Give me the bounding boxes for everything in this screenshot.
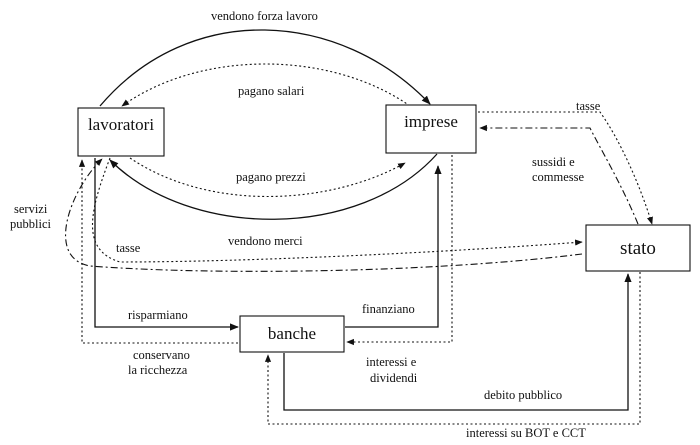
label-sussidi-1: sussidi e bbox=[532, 155, 575, 169]
node-imprese: imprese bbox=[385, 104, 477, 154]
label-debito-pubblico: debito pubblico bbox=[484, 388, 562, 402]
label-risparmiano: risparmiano bbox=[128, 308, 188, 322]
edge-pagano-prezzi bbox=[129, 157, 406, 198]
edge-tasse-lavoratori bbox=[91, 157, 583, 263]
label-servizi-2: pubblici bbox=[10, 217, 51, 231]
edge-debito-pubblico bbox=[283, 273, 632, 411]
edge-tasse-imprese bbox=[478, 111, 653, 225]
node-lavoratori: lavoratori bbox=[77, 107, 165, 157]
label-tasse-imprese: tasse bbox=[576, 99, 601, 113]
label-interessi-2: dividendi bbox=[370, 371, 418, 385]
label-pagano-salari: pagano salari bbox=[238, 84, 305, 98]
node-stato-label: stato bbox=[620, 238, 656, 259]
node-banche: banche bbox=[239, 315, 345, 353]
label-finanziano: finanziano bbox=[362, 302, 415, 316]
label-tasse-lavoratori: tasse bbox=[116, 241, 141, 255]
label-sussidi-2: commesse bbox=[532, 170, 585, 184]
label-conservano-2: la ricchezza bbox=[128, 363, 188, 377]
label-interessi-bot-cct: interessi su BOT e CCT bbox=[466, 426, 586, 440]
edge-vendono-forza-lavoro bbox=[99, 29, 431, 107]
edge-interessi-bot-cct bbox=[264, 272, 641, 425]
edge-interessi-dividendi bbox=[346, 155, 453, 346]
label-vendono-merci: vendono merci bbox=[228, 234, 303, 248]
edge-vendono-merci bbox=[109, 153, 438, 220]
edge-finanziano bbox=[345, 165, 442, 328]
edge-pagano-salari bbox=[121, 63, 411, 107]
node-banche-label: banche bbox=[268, 324, 316, 343]
label-servizi-1: servizi bbox=[14, 202, 48, 216]
label-interessi-1: interessi e bbox=[366, 355, 417, 369]
node-imprese-label: imprese bbox=[404, 112, 458, 131]
label-pagano-prezzi: pagano prezzi bbox=[236, 170, 306, 184]
edge-risparmiano bbox=[94, 158, 239, 331]
edge-sussidi-commesse bbox=[479, 124, 639, 225]
node-lavoratori-label: lavoratori bbox=[88, 115, 154, 134]
edge-servizi-pubblici bbox=[65, 158, 583, 272]
label-conservano-1: conservano bbox=[133, 348, 190, 362]
node-stato: stato bbox=[585, 224, 691, 272]
label-vendono-forza-lavoro: vendono forza lavoro bbox=[211, 9, 318, 23]
